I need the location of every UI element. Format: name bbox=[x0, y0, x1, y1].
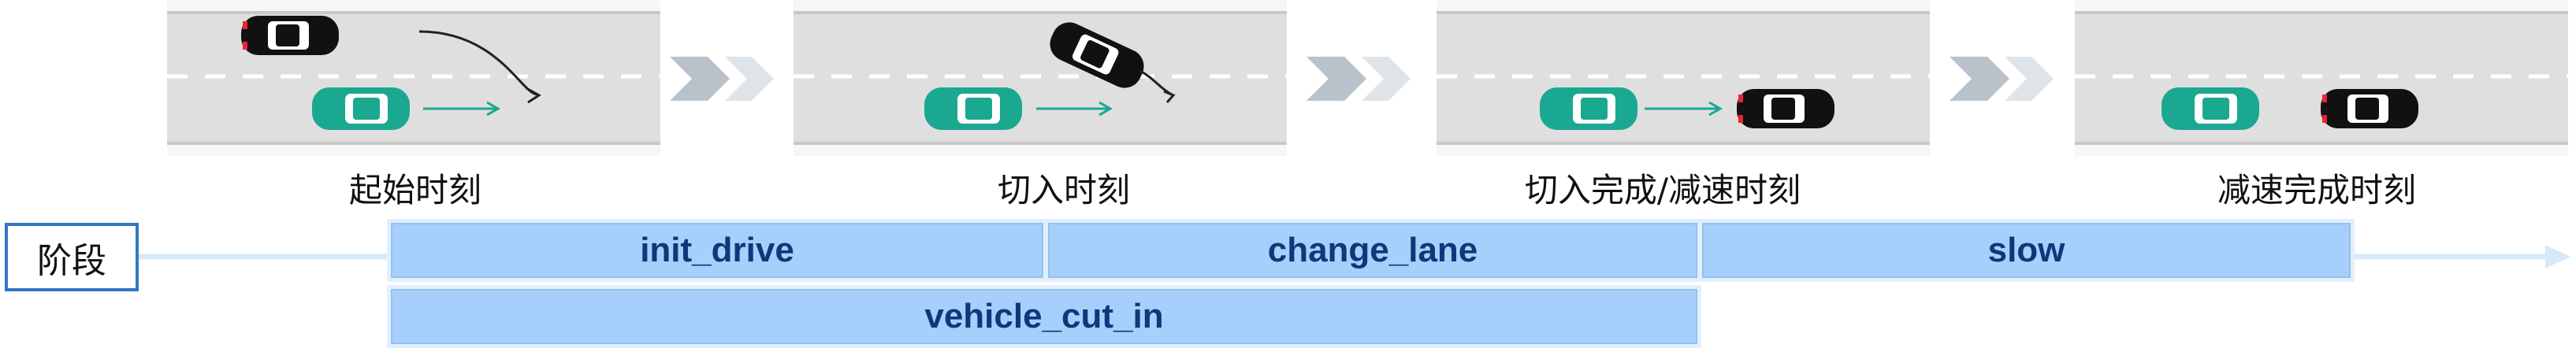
ego-car-icon bbox=[312, 87, 410, 130]
ego-car-icon bbox=[1540, 87, 1637, 130]
chevron-arrow-icon bbox=[670, 57, 774, 101]
phase-bar-change-lane: change_lane bbox=[1048, 223, 1697, 278]
scene-slow-done bbox=[2075, 0, 2568, 156]
chevron-arrow-icon bbox=[1307, 57, 1411, 101]
phase-bar-init-drive: init_drive bbox=[391, 223, 1043, 278]
chevron-arrow-icon bbox=[1950, 57, 2054, 101]
scene-cut-in-done bbox=[1437, 0, 1930, 156]
ego-car-icon bbox=[2162, 87, 2259, 130]
caption-cut-in-done: 切入完成/减速时刻 bbox=[1524, 171, 1801, 209]
phase-bar-slow: slow bbox=[1702, 223, 2351, 278]
ego-car-icon bbox=[924, 87, 1022, 130]
phase-bar-vehicle-cut-in: vehicle_cut_in bbox=[391, 289, 1697, 344]
scene-cut-in bbox=[794, 0, 1287, 156]
stage-label: 阶段 bbox=[5, 223, 139, 291]
other-car-icon bbox=[1737, 89, 1834, 128]
caption-start: 起始时刻 bbox=[348, 171, 481, 209]
caption-slow-done: 减速完成时刻 bbox=[2217, 171, 2416, 209]
other-car-icon bbox=[241, 16, 339, 55]
caption-cut-in: 切入时刻 bbox=[997, 171, 1130, 209]
other-car-icon bbox=[2321, 89, 2418, 128]
other-car-icon bbox=[1050, 22, 1144, 88]
scene-start bbox=[167, 0, 660, 156]
